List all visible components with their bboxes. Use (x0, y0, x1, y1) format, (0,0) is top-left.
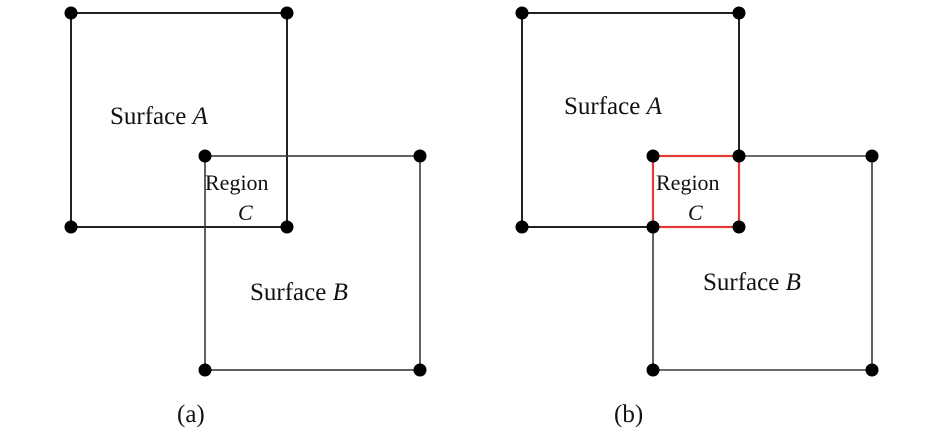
surface-a-label: Surface A (564, 93, 663, 120)
surface-b-label: Surface B (250, 279, 348, 306)
node (64, 220, 78, 234)
region-letter: C (688, 200, 703, 225)
node (865, 149, 879, 163)
node (64, 6, 78, 20)
node (865, 363, 879, 377)
panel-b: Surface A Region C Surface B (b) (515, 6, 879, 428)
node (413, 363, 427, 377)
node (280, 6, 294, 20)
caption-b: (b) (614, 401, 643, 428)
node (646, 220, 660, 234)
node (198, 363, 212, 377)
region-label: Region (205, 170, 269, 195)
caption-a: (a) (177, 401, 205, 428)
region-label: Region (656, 170, 720, 195)
region-letter: C (238, 200, 253, 225)
surface-a-label: Surface A (110, 103, 209, 130)
node (732, 220, 746, 234)
surface-a-outline (70, 12, 288, 228)
node (413, 149, 427, 163)
node (515, 220, 529, 234)
node (732, 149, 746, 163)
surface-b-outline (204, 155, 421, 371)
node (280, 220, 294, 234)
node (732, 6, 746, 20)
surface-b-label: Surface B (703, 269, 801, 296)
panel-a: Surface A Region C Surface B (a) (64, 6, 427, 428)
region-outline (651, 154, 741, 229)
node (646, 363, 660, 377)
node (515, 6, 529, 20)
node (198, 149, 212, 163)
node (646, 149, 660, 163)
